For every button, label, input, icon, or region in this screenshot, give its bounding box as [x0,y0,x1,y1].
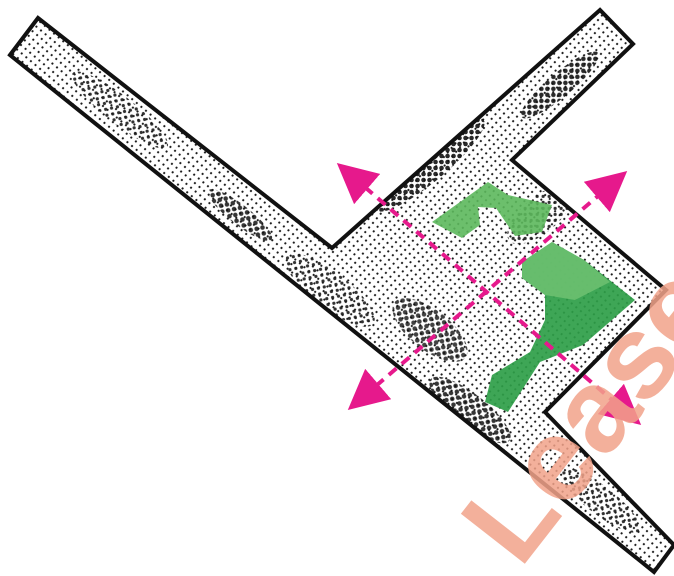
site-plan-diagram: Leased [0,0,674,576]
